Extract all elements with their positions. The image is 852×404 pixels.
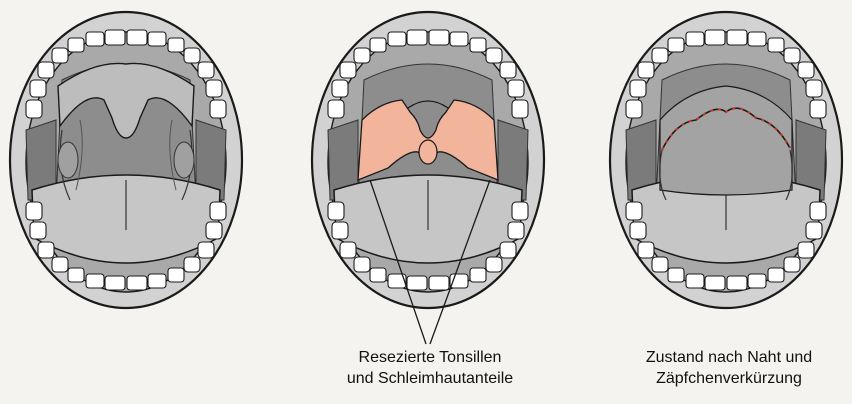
caption-after-suture-line1: Zustand nach Naht und: [606, 347, 852, 368]
caption-resection-line1: Resezierte Tonsillen: [300, 347, 560, 368]
caption-after-suture: Zustand nach Naht und Zäpfchenverkürzung: [606, 347, 852, 389]
mouth-after-suture: [610, 12, 842, 308]
caption-after-suture-line2: Zäpfchenverkürzung: [606, 368, 852, 389]
mouth-resection: [312, 12, 544, 308]
caption-resection: Resezierte Tonsillen und Schleimhautante…: [300, 347, 560, 389]
caption-resection-line2: und Schleimhautanteile: [300, 368, 560, 389]
mouth-normal: [10, 12, 242, 308]
